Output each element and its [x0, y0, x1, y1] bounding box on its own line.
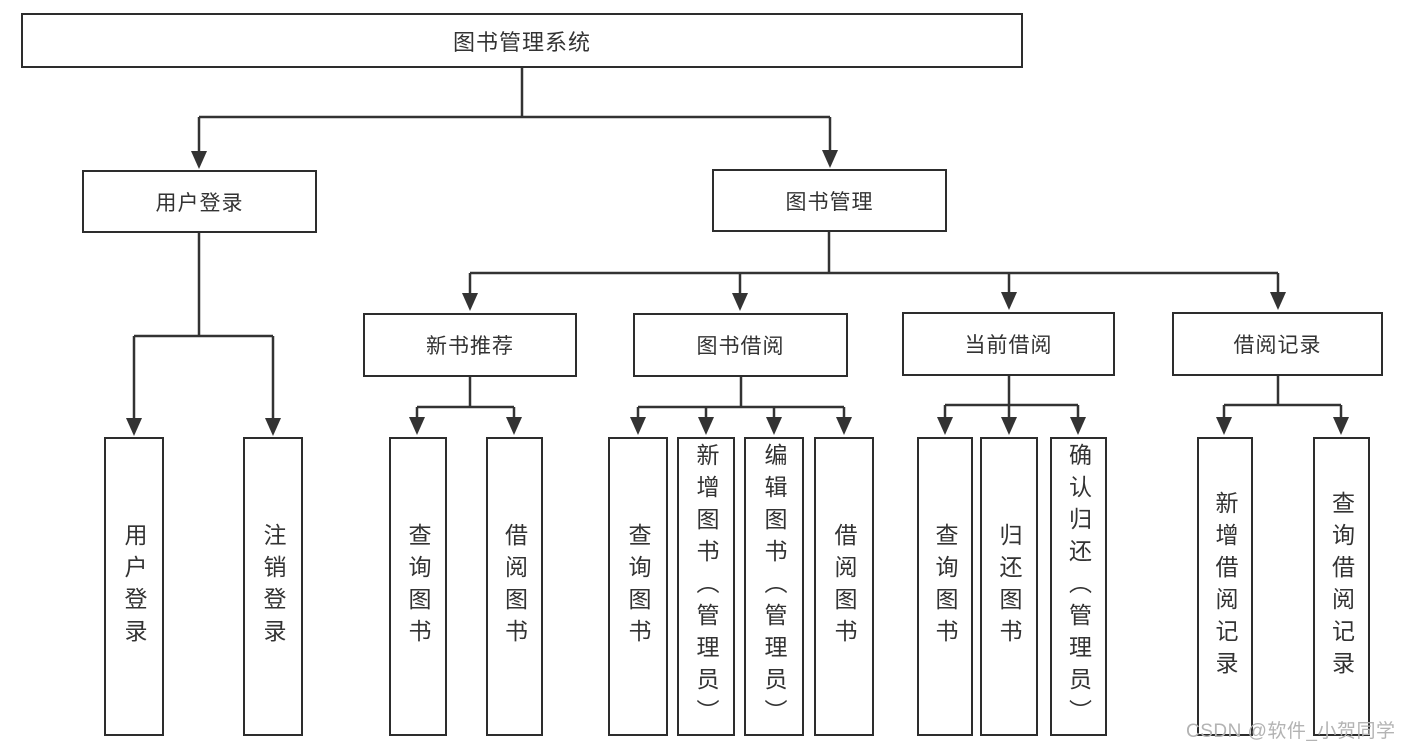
- node-leaf-bb-query-books: 查询图书: [608, 437, 668, 736]
- node-book-borrowing: 图书借阅: [633, 313, 848, 377]
- node-book-management: 图书管理: [712, 169, 947, 232]
- connector-user-login-to-leaves: [126, 233, 281, 436]
- node-leaf-cb-query-books: 查询图书: [917, 437, 973, 736]
- csdn-watermark: CSDN @软件_小贺同学: [1186, 721, 1396, 742]
- node-leaf-cb-confirm-return-admin: 确认归还（管理员）: [1050, 437, 1107, 736]
- connector-new-book-recommend-to-leaves: [409, 377, 522, 435]
- node-borrowing-records: 借阅记录: [1172, 312, 1383, 376]
- connector-book-borrowing-to-leaves: [630, 377, 852, 435]
- node-current-borrowing: 当前借阅: [902, 312, 1115, 376]
- node-leaf-bb-edit-books-admin: 编辑图书（管理员）: [744, 437, 804, 736]
- connector-root-to-level2: [191, 68, 838, 169]
- node-new-book-recommend: 新书推荐: [363, 313, 577, 377]
- node-user-login: 用户登录: [82, 170, 317, 233]
- connector-current-borrowing-to-leaves: [937, 376, 1086, 435]
- node-leaf-bb-add-books-admin: 新增图书（管理员）: [677, 437, 735, 736]
- node-leaf-user-login: 用户登录: [104, 437, 164, 736]
- node-leaf-br-query-record: 查询借阅记录: [1313, 437, 1370, 736]
- node-leaf-bb-borrow-books: 借阅图书: [814, 437, 874, 736]
- connector-book-management-to-level3: [462, 232, 1286, 311]
- connector-borrowing-records-to-leaves: [1216, 376, 1349, 435]
- node-root-system: 图书管理系统: [21, 13, 1023, 68]
- node-leaf-br-add-record: 新增借阅记录: [1197, 437, 1253, 736]
- node-leaf-cb-return-books: 归还图书: [980, 437, 1038, 736]
- node-leaf-nbr-query-books: 查询图书: [389, 437, 447, 736]
- node-leaf-nbr-borrow-books: 借阅图书: [486, 437, 543, 736]
- node-leaf-logout: 注销登录: [243, 437, 303, 736]
